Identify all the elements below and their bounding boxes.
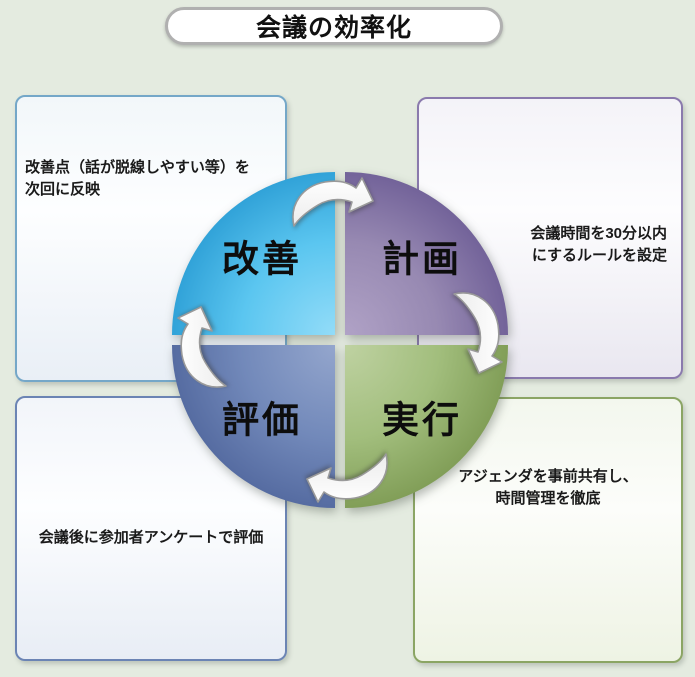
- label-check: 評価: [222, 400, 302, 441]
- note-check-text: 会議後に参加者アンケートで評価: [38, 528, 264, 546]
- note-plan-text: 会議時間を30分以内 にするルールを設定: [530, 225, 667, 264]
- note-do-text: アジェンダを事前共有し、 時間管理を徹底: [458, 468, 638, 507]
- note-improve-text: 改善点（話が脱線しやすい等）を次回に反映: [25, 159, 250, 198]
- diagram-title-pill: 会議の効率化: [165, 7, 503, 45]
- label-act: 改善: [222, 239, 302, 280]
- pdca-cycle: 改善 計画 実行 評価: [172, 172, 508, 508]
- diagram-title: 会議の効率化: [255, 14, 412, 42]
- label-do: 実行: [382, 400, 462, 441]
- label-plan: 計画: [382, 239, 462, 280]
